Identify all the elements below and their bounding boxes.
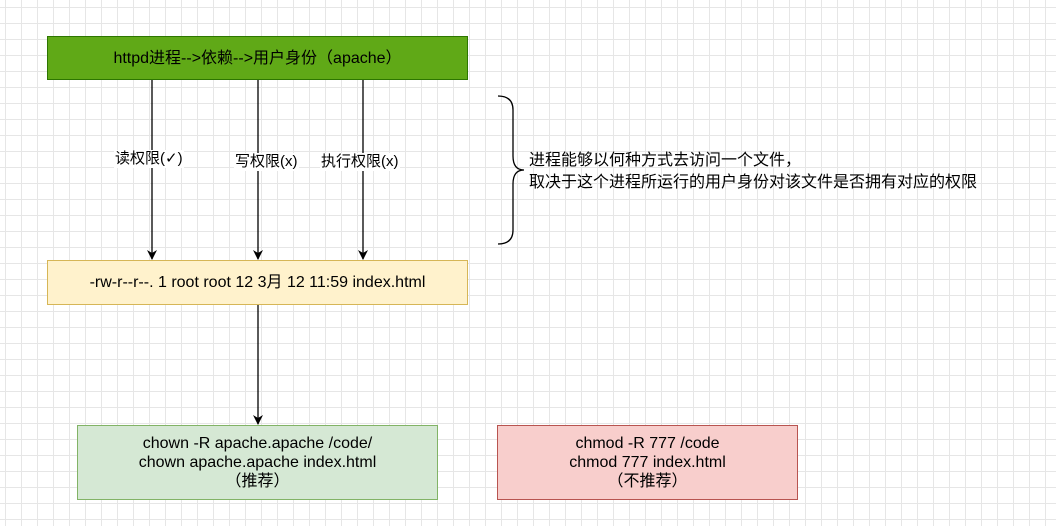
write-permission-label: 写权限(x) (234, 153, 299, 171)
process-identity-text: httpd进程-->依赖-->用户身份（apache） (113, 49, 402, 67)
recommended-line-3: （推荐） (225, 473, 290, 490)
curly-brace (497, 95, 525, 245)
not-recommended-line-3: （不推荐） (607, 473, 688, 490)
note-line-1: 进程能够以何种方式去访问一个文件， (529, 152, 802, 169)
recommended-solution-box[interactable]: chown -R apache.apache /code/ chown apac… (77, 425, 438, 500)
note-line-2: 取决于这个进程所运行的用户身份对该文件是否拥有对应的权限 (529, 174, 978, 191)
explanation-note: 进程能够以何种方式去访问一个文件， 取决于这个进程所运行的用户身份对该文件是否拥… (529, 150, 977, 194)
not-recommended-solution-box[interactable]: chmod -R 777 /code chmod 777 index.html … (497, 425, 798, 500)
execute-permission-label: 执行权限(x) (320, 153, 400, 171)
not-recommended-line-2: chmod 777 index.html (569, 454, 726, 471)
process-identity-box[interactable]: httpd进程-->依赖-->用户身份（apache） (47, 36, 468, 80)
not-recommended-line-1: chmod -R 777 /code (575, 435, 720, 452)
file-listing-box[interactable]: -rw-r--r--. 1 root root 12 3月 12 11:59 i… (47, 260, 468, 305)
read-permission-label: 读权限(✓) (114, 150, 184, 168)
recommended-line-1: chown -R apache.apache /code/ (142, 435, 373, 452)
recommended-line-2: chown apache.apache index.html (138, 454, 377, 471)
file-listing-text: -rw-r--r--. 1 root root 12 3月 12 11:59 i… (89, 274, 426, 291)
